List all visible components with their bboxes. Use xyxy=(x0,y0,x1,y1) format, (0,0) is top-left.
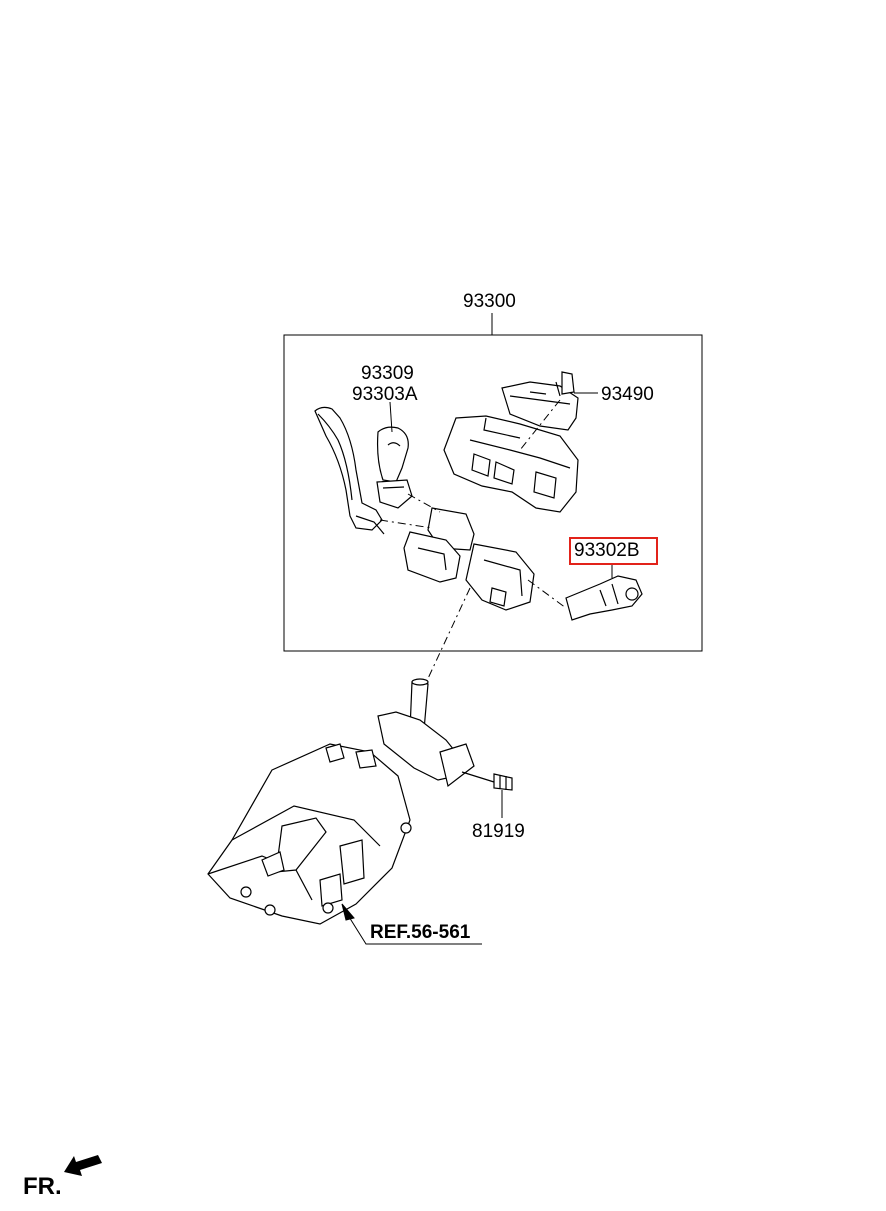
left-stalk-lever xyxy=(315,407,384,534)
bolt-81919 xyxy=(462,772,512,790)
leader-93303a xyxy=(390,402,392,432)
steering-column-housing xyxy=(208,744,411,924)
assembly-frame-box xyxy=(284,335,702,651)
label-93309: 93309 xyxy=(361,363,414,384)
label-assembly-93300: 93300 xyxy=(463,291,516,312)
right-stalk-lever-93302b xyxy=(566,576,642,620)
highlight-box-93302b xyxy=(569,537,658,565)
label-81919: 81919 xyxy=(472,821,525,842)
central-switch-module xyxy=(404,508,534,610)
ref-leader xyxy=(342,904,482,944)
label-ref-56-561: REF.56-561 xyxy=(370,922,471,943)
clock-spring-93490 xyxy=(502,372,578,430)
label-93303a: 93303A xyxy=(352,384,418,405)
front-arrow-icon xyxy=(64,1155,102,1176)
connector-93309 xyxy=(377,427,412,508)
steering-column-shaft xyxy=(378,679,474,786)
label-93302b: 93302B xyxy=(574,540,640,561)
label-front: FR. xyxy=(23,1173,62,1200)
switch-body xyxy=(444,416,578,512)
label-93490: 93490 xyxy=(601,384,654,405)
